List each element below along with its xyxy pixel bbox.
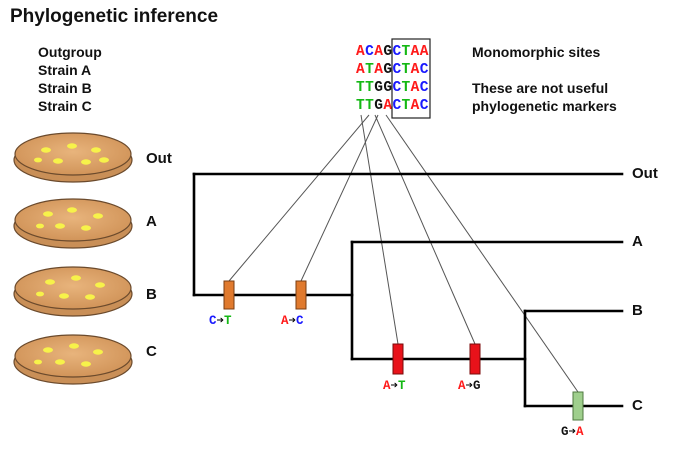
sequence-strain-a: ATAGCTAC: [356, 61, 429, 79]
nucleotide: A: [410, 98, 420, 114]
mutation-from: C: [209, 314, 217, 328]
mutation-to: T: [398, 379, 406, 393]
mutation-label-a-to-g: A➔G: [458, 377, 481, 393]
nucleotide: G: [383, 62, 393, 78]
monomorphic-sites-label: Monomorphic sites: [472, 44, 601, 60]
nucleotide: C: [419, 80, 429, 96]
petri-dish-c: [13, 334, 133, 385]
arrow-icon: ➔: [390, 379, 399, 393]
tree-label-b: B: [632, 302, 643, 319]
mutation-from: A: [281, 314, 289, 328]
mutation-marker-a-to-g: [469, 343, 481, 375]
mutation-label-g-to-a: G➔A: [561, 423, 584, 439]
petri-dish-a: [13, 198, 133, 249]
page-title: Phylogenetic inference: [10, 6, 219, 27]
sequence-strain-b: TTGGCTAC: [356, 79, 429, 97]
nucleotide: A: [410, 62, 420, 78]
nucleotide: C: [392, 80, 402, 96]
nucleotide: C: [419, 98, 429, 114]
nucleotide: C: [392, 44, 402, 60]
mutation-to: T: [224, 314, 232, 328]
strain-label-outgroup: Outgroup: [38, 44, 102, 60]
mutation-from: A: [383, 379, 391, 393]
mutation-label-c-to-t: C➔T: [209, 312, 232, 328]
arrow-icon: ➔: [288, 314, 297, 328]
mutation-label-a-to-t: A➔T: [383, 377, 406, 393]
nucleotide: A: [410, 44, 420, 60]
arrow-icon: ➔: [216, 314, 225, 328]
nucleotide: T: [365, 98, 375, 114]
nucleotide: T: [365, 62, 375, 78]
nucleotide: A: [410, 80, 420, 96]
nucleotide: T: [365, 80, 375, 96]
nucleotide: A: [374, 62, 384, 78]
dish-label-a: A: [146, 213, 157, 230]
nucleotide: A: [419, 44, 429, 60]
connector-line-c-to-t: [228, 114, 370, 282]
dish-label-out: Out: [146, 150, 172, 167]
nucleotide: A: [356, 62, 366, 78]
nucleotide: A: [383, 98, 393, 114]
sequence-strain-c: TTGACTAC: [356, 97, 429, 115]
tree-label-c: C: [632, 397, 643, 414]
nucleotide: G: [374, 98, 384, 114]
mutation-marker-g-to-a: [572, 391, 584, 421]
nucleotide: G: [383, 80, 393, 96]
nucleotide: G: [383, 44, 393, 60]
nucleotide: T: [401, 44, 411, 60]
mutation-marker-a-to-c: [295, 280, 307, 310]
nucleotide: C: [392, 98, 402, 114]
phylogenetic-tree: [192, 172, 624, 408]
strain-label-c: Strain C: [38, 98, 92, 114]
mutation-label-a-to-c: A➔C: [281, 312, 304, 328]
connector-line-a-to-c: [300, 114, 379, 282]
nucleotide: T: [401, 98, 411, 114]
nucleotide: T: [401, 62, 411, 78]
mutation-from: A: [458, 379, 466, 393]
nucleotide: T: [401, 80, 411, 96]
not-useful-note-line1: These are not useful: [472, 80, 609, 96]
strain-label-a: Strain A: [38, 62, 92, 78]
monomorphic-sites-box: [391, 38, 431, 119]
petri-dish-out: [13, 132, 133, 183]
tree-label-a: A: [632, 233, 643, 250]
connector-line-a-to-g: [374, 114, 476, 345]
dish-label-b: B: [146, 286, 157, 303]
mutation-from: G: [561, 425, 569, 439]
nucleotide: A: [374, 44, 384, 60]
nucleotide: C: [419, 62, 429, 78]
nucleotide: A: [356, 44, 366, 60]
petri-dish-b: [13, 266, 133, 317]
not-useful-note-line2: phylogenetic markers: [472, 98, 617, 114]
mutation-marker-a-to-t: [392, 343, 404, 375]
arrow-icon: ➔: [568, 425, 577, 439]
nucleotide: C: [365, 44, 375, 60]
sequence-outgroup: ACAGCTAA: [356, 43, 429, 61]
mutation-to: A: [576, 425, 584, 439]
tree-label-out: Out: [632, 165, 658, 182]
dish-label-c: C: [146, 343, 157, 360]
mutation-marker-c-to-t: [223, 280, 235, 310]
mutation-to: C: [296, 314, 304, 328]
arrow-icon: ➔: [465, 379, 474, 393]
mutation-to: G: [473, 379, 481, 393]
connector-lines: [228, 114, 579, 393]
connector-line-a-to-t: [360, 114, 399, 345]
nucleotide: G: [374, 80, 384, 96]
connector-line-g-to-a: [385, 114, 579, 393]
strain-label-b: Strain B: [38, 80, 92, 96]
nucleotide: T: [356, 98, 366, 114]
nucleotide: C: [392, 62, 402, 78]
nucleotide: T: [356, 80, 366, 96]
